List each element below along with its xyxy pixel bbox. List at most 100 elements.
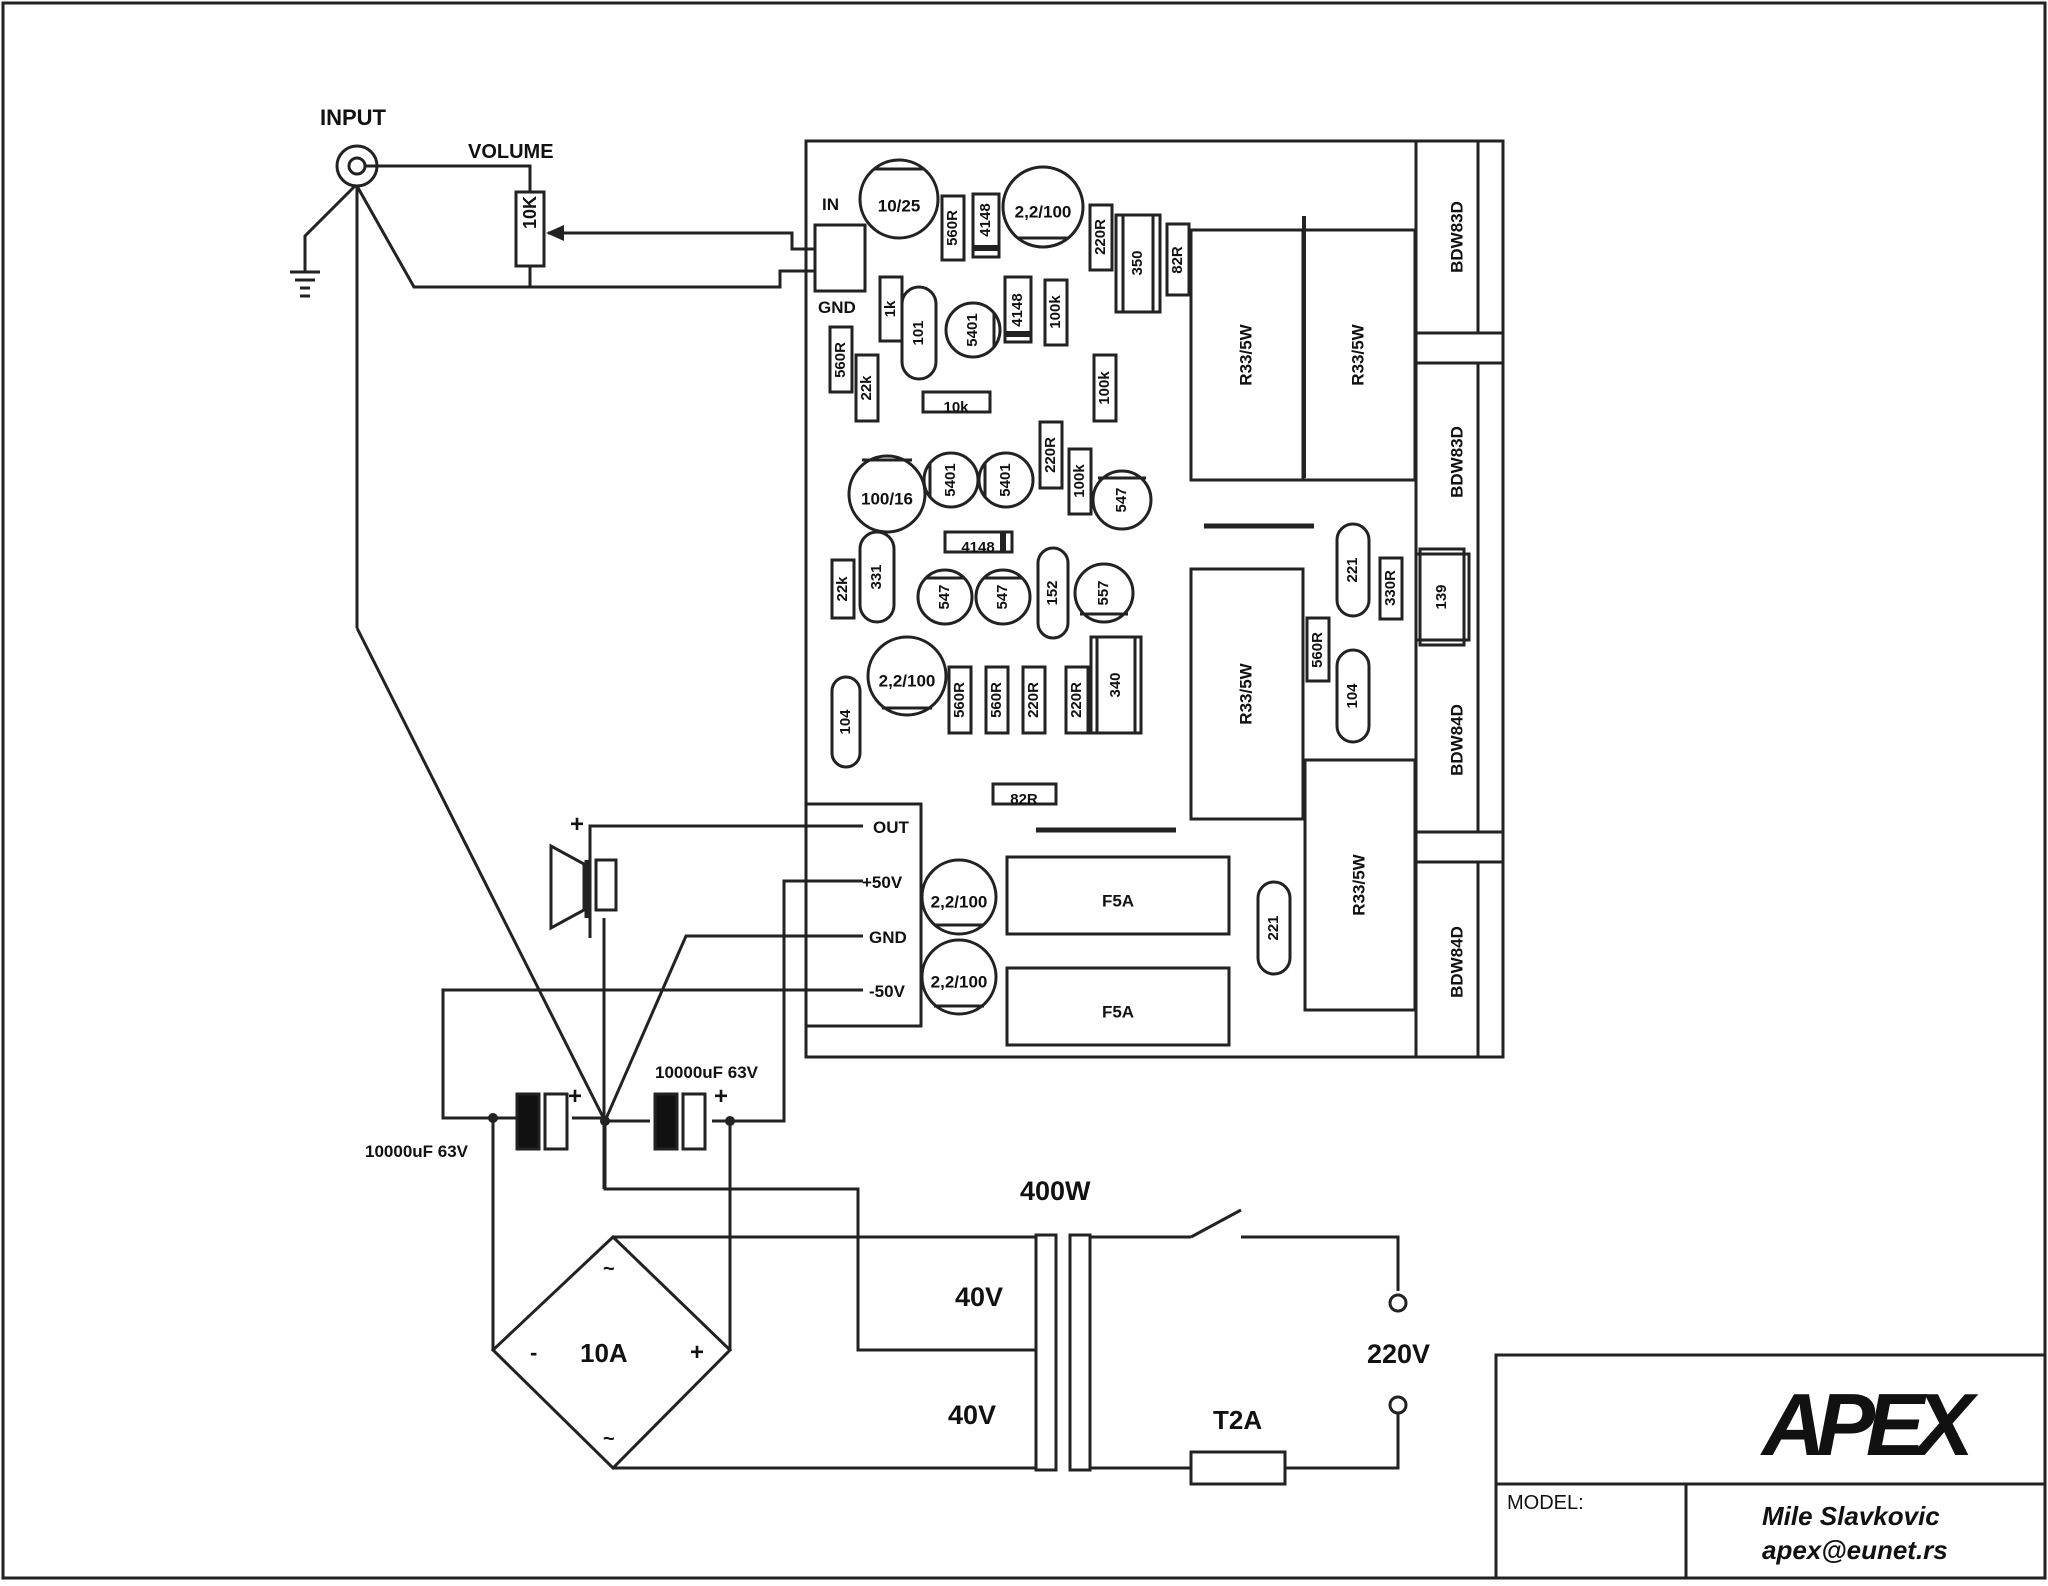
component-label-c221b: 221: [1265, 915, 1282, 940]
r33-power-d: [1303, 758, 1417, 1012]
component-label-r100ka: 100k: [1047, 295, 1064, 329]
main-cap-right: [653, 1092, 707, 1151]
transistor-label-1: BDW83D: [1447, 201, 1466, 273]
component-label-c1025: 10/25: [878, 196, 921, 215]
sec-top-label: 40V: [955, 1282, 1003, 1312]
component-label-d4148b: 4148: [1009, 293, 1026, 326]
component-label-t5401a: 5401: [964, 313, 981, 346]
model-label: MODEL:: [1507, 1492, 1584, 1514]
input-section: [290, 144, 815, 1122]
component-label-f5a2: F5A: [1102, 1002, 1134, 1021]
junction-dot: [600, 1116, 610, 1126]
component-label-c10016: 100/16: [861, 489, 913, 508]
f5a-fuse-2: [1005, 966, 1231, 1047]
speaker-plus: +: [570, 811, 584, 838]
cap-left-plus: +: [568, 1083, 582, 1110]
speaker-icon: [549, 843, 618, 931]
component-label-r22ka: 22k: [858, 375, 875, 401]
component-label-r22kb: 22k: [834, 576, 851, 602]
component-label-c221a: 221: [1344, 557, 1361, 582]
r33-power-a: [1189, 228, 1305, 482]
fuse-label: T2A: [1213, 1405, 1262, 1435]
mains-wiring: [1090, 1208, 1400, 1470]
fuse-t2a: [1189, 1450, 1287, 1486]
component-label-r33b: R33/5W: [1348, 323, 1367, 385]
apex-logo: APEX: [1760, 1375, 1992, 1474]
wiper-arrow-icon: [546, 225, 564, 241]
component-label-r82a: 82R: [1169, 246, 1186, 274]
cap-top-label: 10000uF 63V: [655, 1063, 759, 1082]
component-label-r220b: 220R: [1042, 437, 1059, 473]
gnd-in-label: GND: [818, 298, 856, 317]
m50-label: -50V: [869, 982, 906, 1001]
component-label-f5a1: F5A: [1102, 891, 1134, 910]
component-label-c22100d: 2,2/100: [931, 972, 988, 991]
component-label-r330: 330R: [1382, 570, 1399, 606]
component-label-r220a: 220R: [1092, 219, 1109, 255]
component-label-t139: 139: [1433, 584, 1450, 609]
bridge-rectifier: [490, 1234, 1036, 1471]
component-label-c104a: 104: [837, 709, 854, 735]
component-label-c331: 331: [868, 564, 885, 589]
author-name: Mile Slavkovic: [1762, 1501, 1940, 1531]
r33-power-c: [1189, 567, 1305, 821]
r33-power-b: [1301, 228, 1417, 482]
cap-right-plus: +: [714, 1083, 728, 1110]
component-label-c152: 152: [1044, 580, 1061, 605]
transistor-label-3: BDW84D: [1447, 704, 1466, 776]
component-label-r100kc: 100k: [1071, 464, 1088, 498]
component-label-r560d: 560R: [988, 682, 1005, 718]
input-label: INPUT: [320, 105, 387, 130]
component-label-t547b: 547: [936, 584, 953, 609]
wire-input-pot: [365, 164, 532, 192]
wire-ct: [603, 1121, 1036, 1352]
title-block: [1494, 1353, 2047, 1580]
volume-label: VOLUME: [468, 141, 554, 163]
component-label-t557: 557: [1095, 580, 1112, 605]
component-label-p340: 340: [1107, 672, 1124, 697]
input-connector: [813, 223, 867, 293]
transistor-label-4: BDW84D: [1447, 926, 1466, 998]
author-email: apex@eunet.rs: [1762, 1535, 1948, 1565]
volume-pot-body: [514, 190, 546, 268]
bridge-ac-bottom: ~: [603, 1428, 615, 1450]
component-label-r560c: 560R: [951, 682, 968, 718]
junction-dot: [725, 1116, 735, 1126]
component-label-r33c: R33/5W: [1236, 662, 1255, 724]
component-label-t5401c: 5401: [997, 463, 1014, 496]
pot-value: 10K: [520, 196, 540, 229]
component-label-r100kb: 100k: [1096, 371, 1113, 405]
transistor-label-2: BDW83D: [1447, 426, 1466, 498]
power-label: 400W: [1020, 1176, 1091, 1206]
sec-bottom-label: 40V: [948, 1400, 996, 1430]
bridge-minus: -: [530, 1340, 537, 1365]
component-label-c104b: 104: [1344, 683, 1361, 709]
bridge-plus: +: [690, 1339, 704, 1366]
component-label-c22100a: 2,2/100: [1015, 202, 1072, 221]
component-label-d4148c: 4148: [961, 539, 994, 556]
gnd-out-label: GND: [869, 928, 907, 947]
small-component-shapes: [828, 158, 1404, 1016]
component-label-r220c: 220R: [1025, 682, 1042, 718]
wire-ground-tap: [303, 184, 357, 272]
mains-terminal-2[interactable]: [1388, 1395, 1408, 1415]
component-label-r33d: R33/5W: [1349, 853, 1368, 915]
cap-left-label: 10000uF 63V: [365, 1142, 469, 1161]
wire-wiper-in: [548, 231, 815, 251]
component-label-c22100c: 2,2/100: [931, 892, 988, 911]
component-label-t547c: 547: [994, 584, 1011, 609]
out-label: OUT: [873, 818, 910, 837]
wire-shield-star: [355, 627, 607, 1122]
mains-switch: [1190, 1208, 1242, 1239]
transistor-labels: BDW83D BDW83D BDW84D BDW84D: [1447, 201, 1466, 998]
component-label-t5401b: 5401: [942, 463, 959, 496]
component-label-c22100b: 2,2/100: [879, 671, 936, 690]
main-cap-left: [515, 1092, 569, 1151]
mains-terminal-1[interactable]: [1388, 1293, 1408, 1313]
wire-ground-loop: [355, 185, 815, 289]
wire-p50: [727, 879, 863, 1123]
